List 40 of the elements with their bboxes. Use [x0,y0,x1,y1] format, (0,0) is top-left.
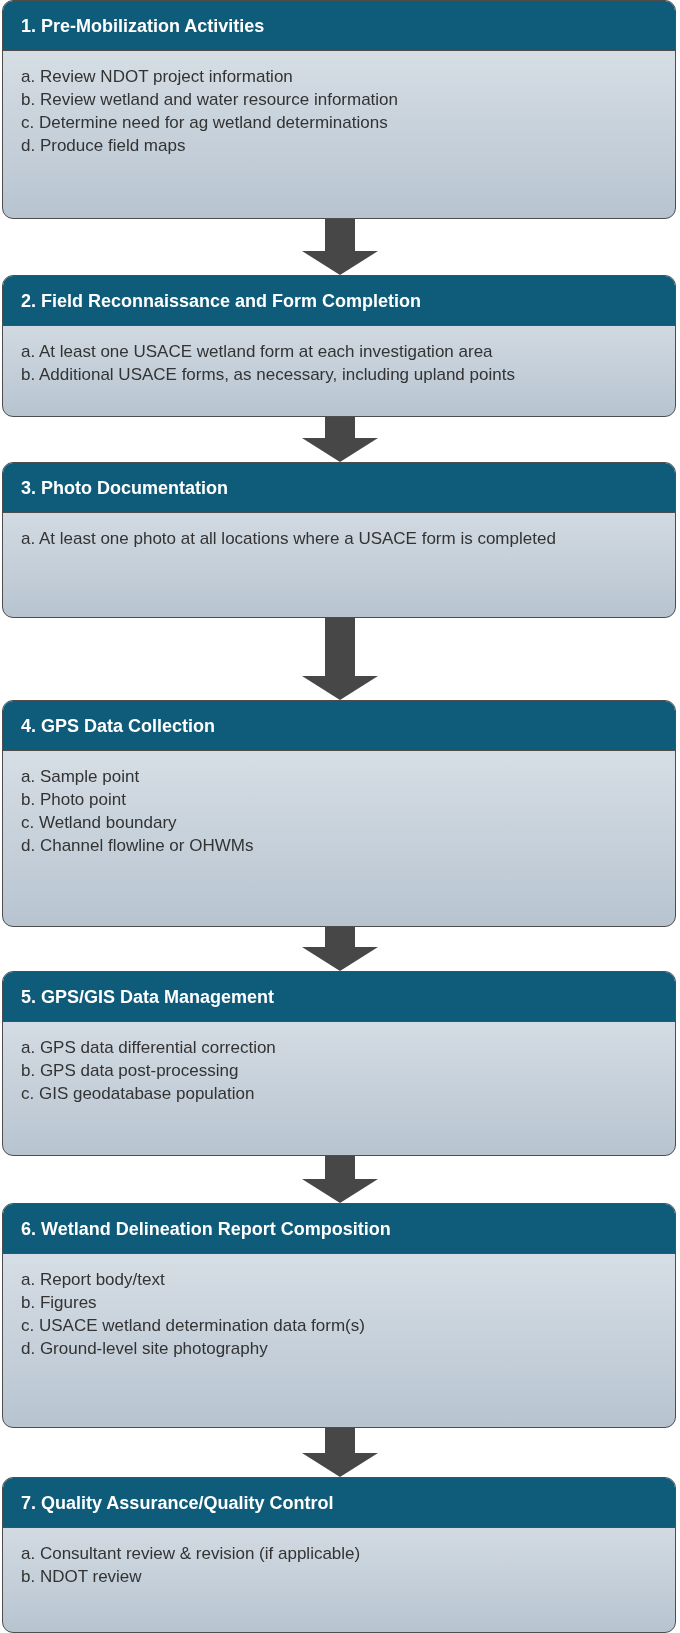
step-item: c. GIS geodatabase population [21,1083,256,1105]
step-item: a. At least one USACE wetland form at each investigation area [21,341,494,363]
step-heading: 4. GPS Data Collection [3,701,675,751]
step-item: a. Consultant review & revision (if applicable) [21,1543,362,1565]
step-box [2,275,676,417]
step-item: a. At least one photo at all locations where a USACE form is completed [21,528,557,550]
step-box [2,700,676,927]
step-heading: 6. Wetland Delineation Report Composition [3,1204,675,1254]
step-box [2,1203,676,1428]
arrow [302,618,378,700]
step-item: c. Wetland boundary [21,812,178,834]
step-box [2,971,676,1156]
step-item: b. Figures [21,1292,98,1314]
arrow [302,417,378,462]
step-item: d. Produce field maps [21,135,187,157]
step-heading: 7. Quality Assurance/Quality Control [3,1478,675,1528]
step-heading: 5. GPS/GIS Data Management [3,972,675,1022]
step-item: c. Determine need for ag wetland determinations [21,112,389,134]
step-item: b. GPS data post-processing [21,1060,240,1082]
step-item: a. GPS data differential correction [21,1037,277,1059]
arrow [302,1156,378,1203]
step-box [2,1477,676,1633]
step-item: b. Additional USACE forms, as necessary, including upland points [21,364,516,386]
step-item: c. USACE wetland determination data form(s) [21,1315,366,1337]
step-item: b. NDOT review [21,1566,143,1588]
step-heading: 3. Photo Documentation [3,463,675,513]
step-box [2,0,676,219]
step-box [2,462,676,618]
step-item: d. Ground-level site photography [21,1338,269,1360]
arrow [302,219,378,275]
step-heading: 1. Pre-Mobilization Activities [3,1,675,51]
step-item: b. Photo point [21,789,127,811]
arrow [302,927,378,971]
step-item: a. Sample point [21,766,141,788]
step-item: a. Report body/text [21,1269,166,1291]
step-heading: 2. Field Reconnaissance and Form Completion [3,276,675,326]
step-item: b. Review wetland and water resource information [21,89,400,111]
step-item: d. Channel flowline or OHWMs [21,835,255,857]
arrow [302,1428,378,1477]
step-item: a. Review NDOT project information [21,66,294,88]
